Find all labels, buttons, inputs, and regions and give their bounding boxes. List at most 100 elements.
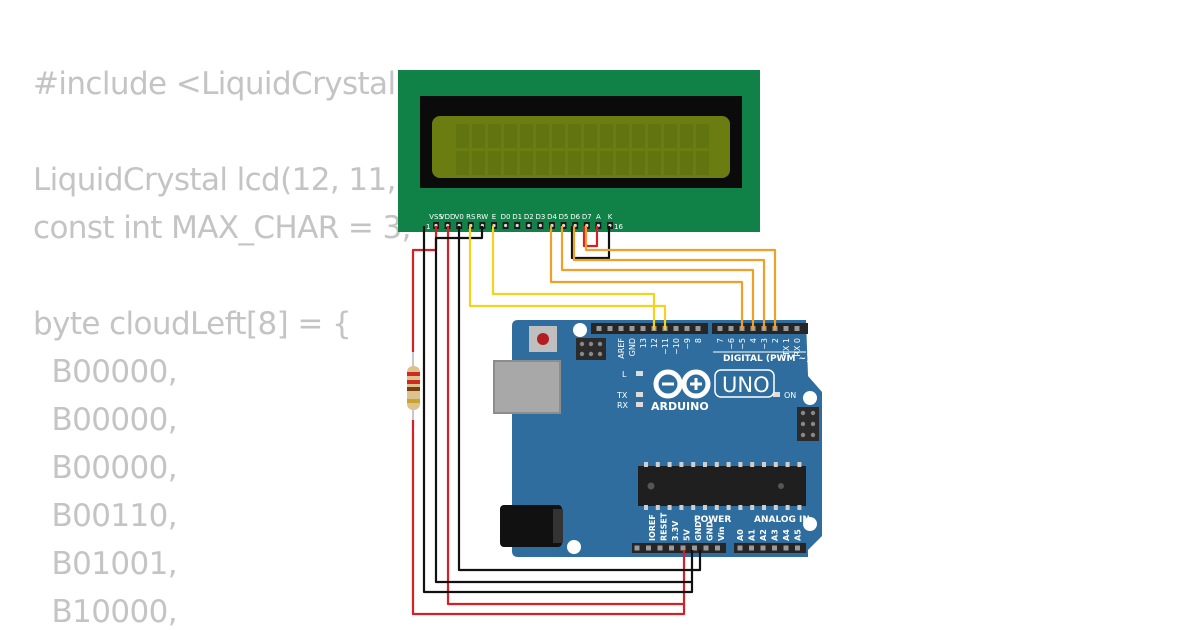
chip-leg xyxy=(667,505,672,510)
header-pin-hole xyxy=(596,326,602,331)
header-pin-hole xyxy=(629,326,635,331)
header-pin-hole xyxy=(640,326,646,331)
lcd-pin-label: K xyxy=(608,213,613,221)
led-rx-label: RX xyxy=(617,401,629,410)
digital-header-left xyxy=(591,323,708,334)
digital-pin-label: 12 xyxy=(650,338,659,348)
header-pin-hole xyxy=(772,545,777,551)
analog-pin-label: A3 xyxy=(771,529,780,541)
code-line: const int MAX_CHAR = 3; xyxy=(33,210,412,246)
lcd-pin-label: VSS xyxy=(429,213,443,221)
power-pin-label: RESET xyxy=(660,512,669,541)
digital-pin-label: 7 xyxy=(716,338,725,343)
code-line: B00110, xyxy=(33,498,178,534)
reset-button-cap[interactable] xyxy=(537,333,549,345)
mounting-hole xyxy=(803,391,817,405)
chip-leg xyxy=(750,505,755,510)
lcd-char-cell xyxy=(488,151,501,175)
wire-black-k-gnd xyxy=(570,226,611,260)
lcd-pin-label: RW xyxy=(477,213,489,221)
lcd-char-cell xyxy=(504,124,517,148)
analog-pin-label: A2 xyxy=(759,529,768,541)
code-line: byte cloudLeft[8] = { xyxy=(33,306,352,342)
digital-pin-label: AREF xyxy=(617,338,626,359)
led-l-label: L xyxy=(622,370,627,379)
wire-yellow-rs-d12 xyxy=(468,226,667,330)
led-on-label: ON xyxy=(784,391,796,400)
lcd-pin-label: D6 xyxy=(570,213,580,221)
header-pin-hole xyxy=(669,545,674,551)
lcd-char-cell xyxy=(568,151,581,175)
digital-header-right xyxy=(712,323,808,334)
lcd-char-cell xyxy=(696,124,709,148)
lcd-pin-hole xyxy=(538,223,543,228)
lcd-char-cell xyxy=(536,151,549,175)
lcd-char-cell xyxy=(616,151,629,175)
uno-badge xyxy=(714,369,775,398)
analog-pin-label: A1 xyxy=(748,529,757,541)
lcd-pin-label: D0 xyxy=(501,213,511,221)
wire-red-backlight-a xyxy=(582,226,599,248)
resistor[interactable] xyxy=(407,352,420,420)
lcd-char-cell xyxy=(536,124,549,148)
chip-leg xyxy=(785,462,790,467)
lcd-pin-hole xyxy=(504,223,508,228)
analog-header xyxy=(734,543,806,553)
digital-pin-label: 4 xyxy=(749,338,758,343)
wire-black-v0-gnd xyxy=(457,226,702,572)
lcd-char-cell xyxy=(680,124,693,148)
lcd-pin-label: E xyxy=(492,213,496,221)
brand-label: ARDUINO xyxy=(651,400,709,413)
lcd-pin-hole xyxy=(527,223,531,228)
lcd-char-cell xyxy=(584,151,597,175)
lcd-char-cell xyxy=(680,151,693,175)
icsp-header xyxy=(576,338,606,360)
lcd-char-cell xyxy=(584,124,597,148)
mounting-hole xyxy=(803,517,817,531)
analog-pin-label: A0 xyxy=(736,529,745,541)
chip-leg xyxy=(797,505,802,510)
digital-header-label: DIGITAL (PWM ~) xyxy=(723,354,810,364)
chip-leg xyxy=(679,462,684,467)
digital-pin-label: ~6 xyxy=(727,338,736,350)
bottom-pin-holes xyxy=(634,545,800,551)
lcd-pin-label: D4 xyxy=(547,213,557,221)
lcd-char-cell xyxy=(600,151,613,175)
wire-red-vdd-5v xyxy=(446,226,684,606)
chip-leg xyxy=(655,505,660,510)
lcd-char-cell xyxy=(648,124,661,148)
lcd-char-cell xyxy=(504,151,517,175)
lcd-char-cell xyxy=(696,151,709,175)
mounting-hole xyxy=(573,323,587,337)
digital-pin-label: ~3 xyxy=(760,338,769,350)
chip-leg xyxy=(762,462,766,467)
chip-leg xyxy=(644,462,648,467)
header-pin-hole xyxy=(749,545,754,551)
analog-pin-label: A5 xyxy=(794,529,803,541)
wire-black-rw-gnd xyxy=(434,226,692,584)
lcd-char-cell xyxy=(520,124,533,148)
code-line: B10000, xyxy=(33,594,178,630)
chip-leg xyxy=(714,505,719,510)
chip-leg xyxy=(773,505,778,510)
wire-orange-d5-d4 xyxy=(560,226,755,330)
usb-b-port[interactable] xyxy=(494,361,560,413)
digital-pin-label: RX 0 xyxy=(793,338,802,357)
chip-leg xyxy=(691,462,696,467)
power-pin-label: 3.3V xyxy=(671,520,680,541)
lcd-char-cell xyxy=(616,124,629,148)
chip-leg xyxy=(785,505,790,510)
power-pin-label: Vin xyxy=(717,526,726,541)
lcd-pin-label: V0 xyxy=(455,213,464,221)
header-pin-hole xyxy=(673,326,679,331)
header-pin-hole xyxy=(684,326,690,331)
power-jack[interactable] xyxy=(500,505,563,547)
digital-pin-label: ~11 xyxy=(661,338,670,355)
chip-leg xyxy=(797,462,802,467)
lcd-char-cell xyxy=(472,124,485,148)
lcd-character-cells xyxy=(456,124,709,175)
